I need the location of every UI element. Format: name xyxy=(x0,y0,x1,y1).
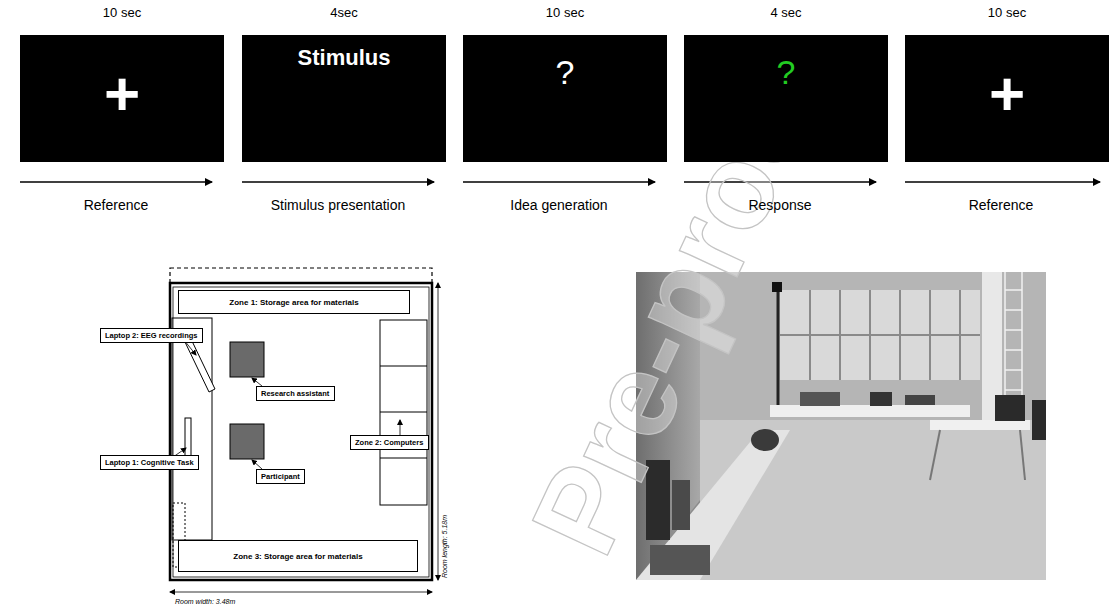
screen-text: + xyxy=(905,63,1109,125)
phase-label: Response xyxy=(748,197,811,213)
zone-box: Zone 3: Storage area for materials xyxy=(178,540,418,572)
duration-label: 4 sec xyxy=(770,6,801,21)
label-text: Zone 2: Computers xyxy=(355,438,424,447)
screen-text: ? xyxy=(684,55,888,89)
dimension-label: Room length: 5.18m xyxy=(441,515,449,578)
phase-label: Idea generation xyxy=(510,197,607,213)
question-screen: ? xyxy=(463,35,667,162)
duration-label: 10 sec xyxy=(988,6,1026,21)
stimulus-screen: Stimulus xyxy=(242,35,446,162)
screen-text: + xyxy=(20,63,224,125)
label-text: Zone 1: Storage area for materials xyxy=(229,298,358,307)
phase-label: Reference xyxy=(84,197,149,213)
label-box: Participant xyxy=(256,469,305,484)
fixation-screen: + xyxy=(905,35,1109,162)
label-text: Laptop 1: Cognitive Task xyxy=(105,458,194,467)
screen-text: ? xyxy=(463,55,667,89)
duration-label: 10 sec xyxy=(103,6,141,21)
label-text: Research assistant xyxy=(261,389,330,398)
zone-box: Zone 1: Storage area for materials xyxy=(178,290,410,314)
label-text: Zone 3: Storage area for materials xyxy=(233,552,362,561)
label-box: Laptop 1: Cognitive Task xyxy=(100,455,199,470)
label-text: Participant xyxy=(261,472,300,481)
duration-label: 4sec xyxy=(330,6,357,21)
label-text: Laptop 2: EEG recordings xyxy=(105,331,198,340)
duration-label: 10 sec xyxy=(546,6,584,21)
dimension-label: Room width: 3.48m xyxy=(175,598,235,606)
phase-label: Stimulus presentation xyxy=(271,197,406,213)
label-box: Zone 2: Computers xyxy=(350,435,429,450)
floor-plan xyxy=(166,268,438,592)
phase-label: Reference xyxy=(969,197,1034,213)
label-box: Research assistant xyxy=(256,386,335,401)
response-screen: ? xyxy=(684,35,888,162)
screen-text: Stimulus xyxy=(242,47,446,69)
fixation-screen: + xyxy=(20,35,224,162)
label-box: Laptop 2: EEG recordings xyxy=(100,328,203,343)
